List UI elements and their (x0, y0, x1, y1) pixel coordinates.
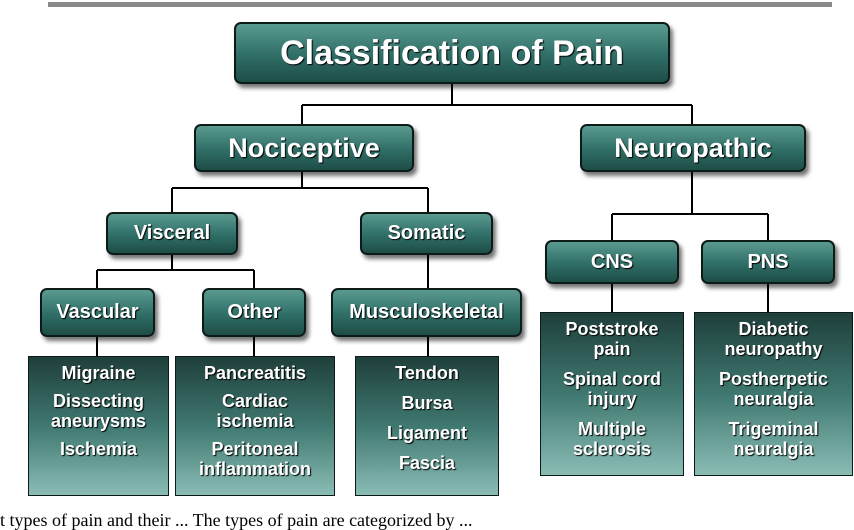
leaf-item-peritoneal-inflammation: Peritoneal inflammation (198, 439, 311, 479)
musculoskeletal-label: Musculoskeletal (349, 301, 504, 323)
pns-node: PNS (701, 240, 835, 284)
pns-leaf-box: Diabetic neuropathy Postherpetic neuralg… (694, 312, 853, 476)
vascular-label: Vascular (56, 301, 139, 323)
leaf-item-diabetic-neuropathy: Diabetic neuropathy (724, 319, 823, 359)
neuropathic-label: Neuropathic (614, 132, 772, 163)
leaf-item-bursa: Bursa (401, 393, 453, 413)
caption-text: t types of pain and their ... The types … (0, 510, 473, 530)
cns-leaf-box: Poststroke pain Spinal cord injury Multi… (540, 312, 684, 476)
cns-node: CNS (545, 240, 679, 284)
vascular-node: Vascular (40, 288, 155, 337)
leaf-item-postherpetic-neuralgia: Postherpetic neuralgia (718, 369, 829, 409)
leaf-item-fascia: Fascia (398, 453, 456, 473)
somatic-node: Somatic (360, 212, 493, 255)
other-leaf-box: Pancreatitis Cardiac ischemia Peritoneal… (175, 356, 335, 496)
leaf-item-spinal-cord-injury: Spinal cord injury (562, 369, 661, 409)
leaf-item-ischemia: Ischemia (59, 439, 138, 459)
leaf-item-pancreatitis: Pancreatitis (203, 363, 307, 383)
pns-label: PNS (747, 250, 789, 273)
musculoskeletal-leaf-box: Tendon Bursa Ligament Fascia (355, 356, 499, 496)
vascular-leaf-box: Migraine Dissecting aneurysms Ischemia (28, 356, 169, 496)
title-node: Classification of Pain (234, 22, 670, 84)
other-label: Other (227, 301, 281, 323)
leaf-item-migraine: Migraine (61, 363, 136, 383)
top-rule (48, 2, 832, 7)
nociceptive-label: Nociceptive (228, 132, 380, 163)
leaf-item-trigeminal-neuralgia: Trigeminal neuralgia (728, 419, 819, 459)
leaf-item-tendon: Tendon (395, 363, 459, 383)
leaf-item-ligament: Ligament (386, 423, 467, 443)
visceral-node: Visceral (106, 212, 238, 255)
leaf-item-poststroke-pain: Poststroke pain (565, 319, 659, 359)
other-node: Other (202, 288, 306, 337)
leaf-item-dissecting-aneurysms: Dissecting aneurysms (50, 391, 147, 431)
somatic-label: Somatic (387, 222, 466, 244)
cns-label: CNS (590, 250, 634, 273)
leaf-item-multiple-sclerosis: Multiple sclerosis (572, 419, 652, 459)
leaf-item-cardiac-ischemia: Cardiac ischemia (216, 391, 294, 431)
visceral-label: Visceral (133, 222, 211, 244)
musculoskeletal-node: Musculoskeletal (331, 288, 522, 337)
neuropathic-node: Neuropathic (580, 124, 806, 172)
title-label: Classification of Pain (280, 33, 624, 72)
nociceptive-node: Nociceptive (194, 124, 414, 172)
